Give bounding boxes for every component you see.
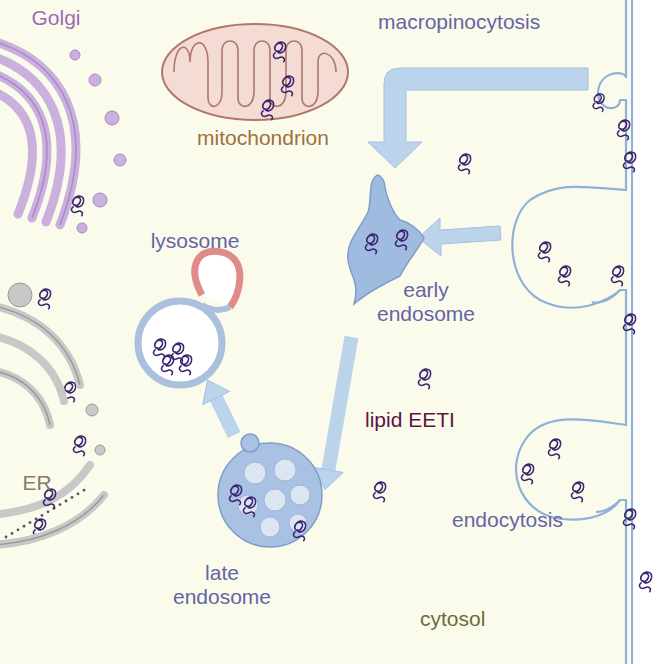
transport-arrow [314,337,352,490]
late-endosome: late endosome [160,435,325,630]
organelle-label: ER [12,471,62,495]
golgi-organelle: Golgi [0,0,150,235]
organelle-shape [0,0,150,235]
compartment-label: cytosol [420,607,485,631]
organelle-label: early endosome [366,278,486,326]
transport-arrow [203,380,234,435]
process-label: endocytosis [452,508,563,532]
organelle-label: lysosome [140,229,250,253]
organelle-label: Golgi [16,6,96,30]
organelle-shape [0,275,125,565]
organelle-label: mitochondrion [168,126,358,150]
mitochondrion-organelle: mitochondrion [160,22,360,157]
er-organelle: ER [0,275,125,565]
early-endosome: early endosome [338,172,506,337]
process-label: macropinocytosis [378,10,540,34]
molecule-label: lipid EETI [365,408,455,432]
lysosome-organelle: lysosome [130,225,255,380]
organelle-label: late endosome [162,561,282,609]
